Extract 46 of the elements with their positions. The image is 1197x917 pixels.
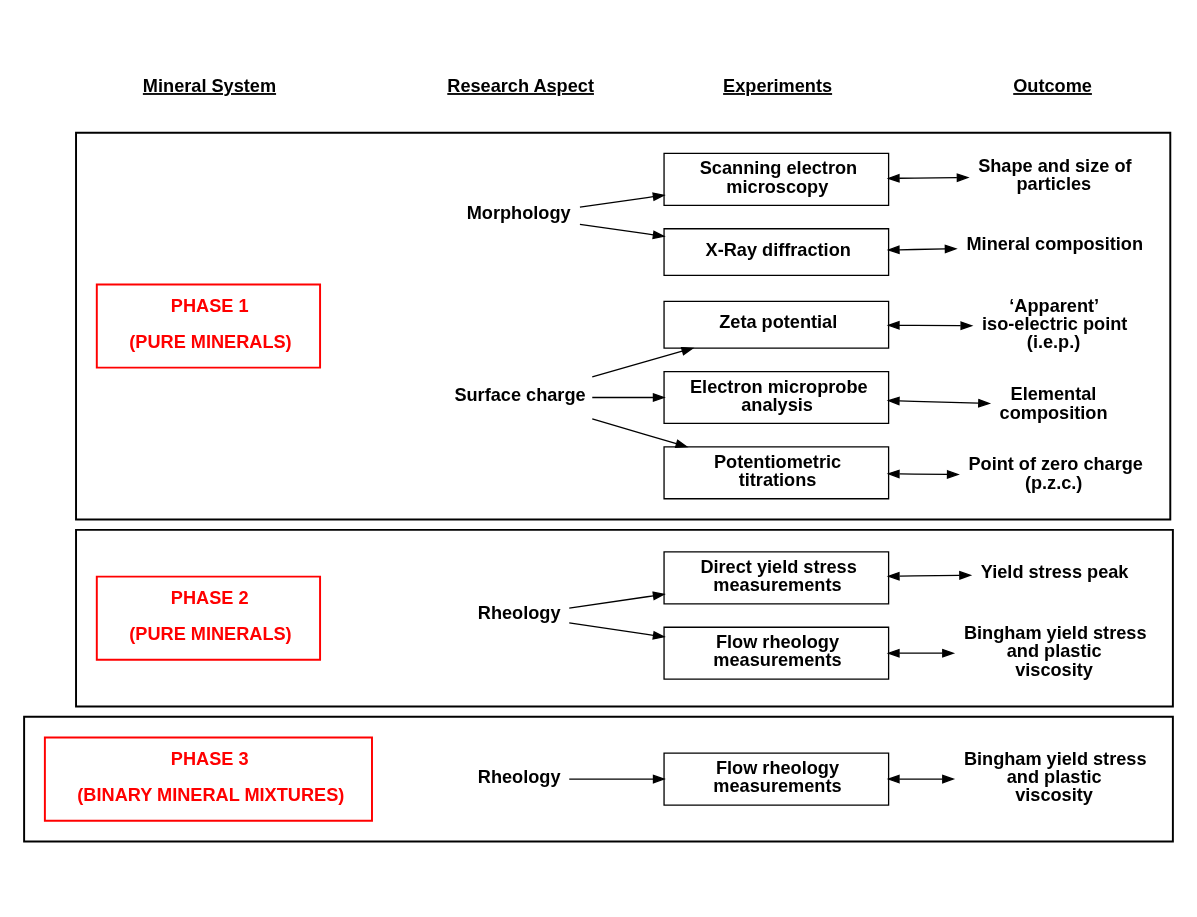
arrow [591,418,689,448]
arrow [568,591,666,609]
arrow [568,622,666,640]
node-text: Elemental composition [999,384,1108,423]
label: Outcome [1013,76,1092,97]
arrow [579,223,666,240]
node-text: Shape and size of particles [978,155,1132,195]
arrow [886,469,960,479]
node-box: Direct yield stress measurements [663,551,890,605]
node-box: PHASE 3 (BINARY MINERAL MIXTURES) [43,736,373,822]
node-text: ‘Apparent’ iso-electric point (i.e.p.) [982,296,1128,353]
node-box: Zeta potential [663,300,890,349]
node-box: Scanning electron microscopy [663,152,890,207]
node-text: Bingham yield stress and plastic viscosity [963,623,1147,680]
arrow [591,392,666,403]
cluster [75,528,1174,708]
label: Experiments [723,76,833,97]
node-text: Point of zero charge (p.z.c.) [968,454,1143,493]
node-box: PHASE 1 (PURE MINERALS) [95,283,322,369]
arrow [591,346,695,378]
node-text: Rheology [477,603,561,624]
node-box: Electron microprobe analysis [663,370,890,425]
arrow [886,396,992,408]
node-text: Rheology [477,766,561,787]
node-text: Morphology [466,203,571,224]
arrow [886,320,974,331]
node-box: X-Ray diffraction [663,228,890,277]
label: Mineral System [142,76,277,97]
arrow [568,774,666,784]
node-text: Yield stress peak [980,561,1129,582]
arrow [886,648,956,658]
node-text: Surface charge [454,385,586,405]
cluster [75,131,1172,521]
node-text: Mineral composition [966,234,1144,255]
label: Research Aspect [447,76,594,97]
arrow [886,774,956,784]
node-box: Flow rheology measurements [663,752,890,806]
arrow [886,570,973,581]
node-text: Bingham yield stress and plastic viscosity [963,749,1147,806]
node-box: PHASE 2 (PURE MINERALS) [95,575,322,661]
cluster [23,715,1174,843]
arrow [579,192,666,208]
node-box: Potentiometric titrations [663,446,890,500]
node-box: Flow rheology measurements [663,626,890,680]
arrow [886,173,970,183]
arrow [886,244,958,255]
